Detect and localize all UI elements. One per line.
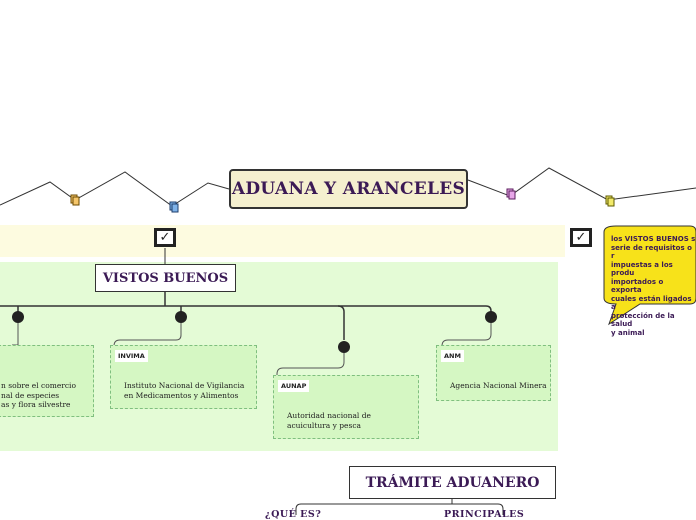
principales-subtopic[interactable]: PRINCIPALES <box>444 509 525 520</box>
check-icon: ✓ <box>575 230 587 245</box>
note-line: impuestas a los produ <box>611 260 673 278</box>
vistos-checkbox[interactable]: ✓ <box>154 228 176 247</box>
document-icon-orange <box>70 194 80 206</box>
node-text-line: as y flora silvestre <box>1 400 71 409</box>
node-tag: ANM <box>441 350 464 362</box>
vistos-buenos-topic[interactable]: VISTOS BUENOS <box>95 264 236 292</box>
node-text-line: Autoridad nacional de <box>287 411 371 420</box>
que-es-subtopic[interactable]: ¿QUÉ ES? <box>265 509 322 520</box>
node-tag: AUNAP <box>278 380 310 392</box>
tramite-aduanero-label: TRÁMITE ADUANERO <box>365 474 540 491</box>
document-icon-blue <box>169 201 179 213</box>
node-text-line: n sobre el comercio <box>1 381 76 390</box>
note-line: y animal <box>611 328 645 337</box>
tramite-aduanero-topic[interactable]: TRÁMITE ADUANERO <box>349 466 556 499</box>
note-callout <box>603 225 696 326</box>
document-icon-yellow <box>605 195 615 207</box>
note-line: los VISTOS BUENOS s <box>611 235 696 243</box>
vistos-buenos-label: VISTOS BUENOS <box>102 270 229 286</box>
node-dot-1[interactable] <box>12 311 24 323</box>
main-topic[interactable]: ADUANA Y ARANCELES <box>229 169 468 209</box>
node-text-line: Instituto Nacional de Vigilancia <box>124 381 245 390</box>
main-topic-label: ADUANA Y ARANCELES <box>231 179 466 199</box>
node-invima[interactable]: INVIMA Instituto Nacional de Vigilancia … <box>110 345 257 409</box>
node-text-line: acuicultura y pesca <box>287 420 361 430</box>
node-text-line: en Medicamentos y Alimentos <box>124 390 239 400</box>
node-anm[interactable]: ANM Agencia Nacional Minera <box>436 345 551 401</box>
node-aunap[interactable]: AUNAP Autoridad nacional de acuicultura … <box>273 375 419 439</box>
note-line: serie de requisitos o r <box>611 243 692 261</box>
node-text-line: Agencia Nacional Minera <box>450 381 547 390</box>
note-text: los VISTOS BUENOS s serie de requisitos … <box>611 235 696 337</box>
node-dot-2[interactable] <box>175 311 187 323</box>
node-dot-4[interactable] <box>485 311 497 323</box>
note-checkbox[interactable]: ✓ <box>570 228 592 247</box>
document-icon-pink <box>506 188 516 200</box>
check-icon: ✓ <box>159 230 171 245</box>
node-dot-3[interactable] <box>338 341 350 353</box>
title-connector-line-right <box>467 167 696 201</box>
note-line: protección de la salud <box>611 311 675 329</box>
node-cites[interactable]: n sobre el comercio nal de especies as y… <box>0 345 94 417</box>
note-line: importados o exporta <box>611 277 664 295</box>
note-line: cuales están ligados a <box>611 294 692 312</box>
node-tag: INVIMA <box>115 350 148 362</box>
title-connector-line <box>0 171 230 207</box>
node-text-line: nal de especies <box>1 390 60 400</box>
vistos-buenos-band <box>0 225 565 257</box>
